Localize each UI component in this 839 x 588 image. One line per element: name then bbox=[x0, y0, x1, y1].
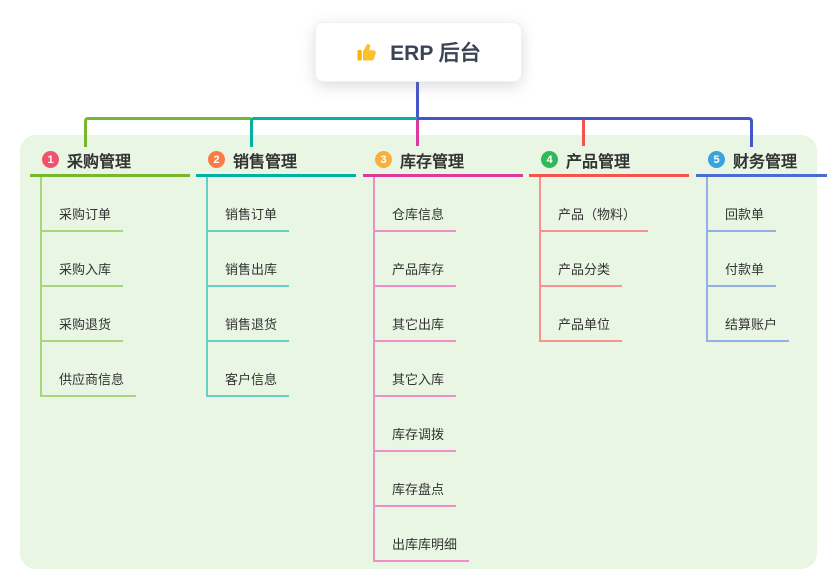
child-topic[interactable]: 其它出库 bbox=[375, 314, 457, 342]
child-topic[interactable]: 其它入库 bbox=[375, 369, 457, 397]
child-topic[interactable]: 产品分类 bbox=[541, 259, 623, 287]
root-topic[interactable]: ERP 后台 bbox=[315, 22, 522, 82]
branch-topic-label: 库存管理 bbox=[400, 153, 465, 171]
branch-number-badge: 4 bbox=[541, 151, 558, 168]
branch-number-badge: 3 bbox=[375, 151, 392, 168]
branch-children: 仓库信息 产品库存 其它出库 其它入库 库存调拨 库存盘点 出库库明细 bbox=[373, 177, 523, 562]
child-topic[interactable]: 客户信息 bbox=[208, 369, 290, 397]
branch-topic-label: 采购管理 bbox=[67, 153, 132, 171]
child-topic[interactable]: 供应商信息 bbox=[42, 369, 137, 397]
child-topic[interactable]: 付款单 bbox=[708, 259, 777, 287]
branch-topic-finance[interactable]: 5 财务管理 bbox=[696, 145, 827, 177]
child-topic[interactable]: 采购订单 bbox=[42, 204, 124, 232]
connector-branch-4 bbox=[582, 120, 585, 146]
child-topic[interactable]: 库存盘点 bbox=[375, 479, 457, 507]
child-topic[interactable]: 销售出库 bbox=[208, 259, 290, 287]
mindmap-background-panel bbox=[20, 135, 817, 569]
child-topic[interactable]: 销售订单 bbox=[208, 204, 290, 232]
child-topic[interactable]: 库存调拨 bbox=[375, 424, 457, 452]
child-topic[interactable]: 结算账户 bbox=[708, 314, 790, 342]
branch-product: 4 产品管理 产品（物料） 产品分类 产品单位 bbox=[529, 145, 689, 342]
branch-topic-sales[interactable]: 2 销售管理 bbox=[196, 145, 356, 177]
child-topic[interactable]: 采购入库 bbox=[42, 259, 124, 287]
child-topic[interactable]: 销售退货 bbox=[208, 314, 290, 342]
root-topic-label: ERP 后台 bbox=[390, 42, 481, 65]
thumbs-up-icon bbox=[357, 44, 376, 61]
branch-topic-inventory[interactable]: 3 库存管理 bbox=[363, 145, 523, 177]
branch-children: 销售订单 销售出库 销售退货 客户信息 bbox=[206, 177, 356, 397]
branch-topic-label: 产品管理 bbox=[566, 153, 631, 171]
branch-children: 回款单 付款单 结算账户 bbox=[706, 177, 827, 342]
branch-number-badge: 5 bbox=[708, 151, 725, 168]
child-topic[interactable]: 产品（物料） bbox=[541, 204, 649, 232]
branch-sales: 2 销售管理 销售订单 销售出库 销售退货 客户信息 bbox=[196, 145, 356, 397]
child-topic[interactable]: 仓库信息 bbox=[375, 204, 457, 232]
branch-topic-label: 财务管理 bbox=[733, 153, 798, 171]
branch-topic-purchase[interactable]: 1 采购管理 bbox=[30, 145, 190, 177]
connector-branch-1 bbox=[84, 117, 251, 147]
branch-finance: 5 财务管理 回款单 付款单 结算账户 bbox=[696, 145, 827, 342]
branch-number-badge: 1 bbox=[42, 151, 59, 168]
connector-branch-5 bbox=[417, 117, 753, 147]
connector-branch-2 bbox=[250, 117, 417, 147]
branch-purchase: 1 采购管理 采购订单 采购入库 采购退货 供应商信息 bbox=[30, 145, 190, 397]
child-topic[interactable]: 产品单位 bbox=[541, 314, 623, 342]
connector-branch-3 bbox=[416, 120, 419, 146]
branch-children: 采购订单 采购入库 采购退货 供应商信息 bbox=[40, 177, 190, 397]
child-topic[interactable]: 出库库明细 bbox=[375, 534, 470, 562]
branch-topic-label: 销售管理 bbox=[233, 153, 298, 171]
child-topic[interactable]: 产品库存 bbox=[375, 259, 457, 287]
child-topic[interactable]: 采购退货 bbox=[42, 314, 124, 342]
child-topic[interactable]: 回款单 bbox=[708, 204, 777, 232]
branch-number-badge: 2 bbox=[208, 151, 225, 168]
root-connector-vertical bbox=[416, 82, 419, 120]
branch-topic-product[interactable]: 4 产品管理 bbox=[529, 145, 689, 177]
branch-inventory: 3 库存管理 仓库信息 产品库存 其它出库 其它入库 库存调拨 库存盘点 出库库… bbox=[363, 145, 523, 562]
branch-children: 产品（物料） 产品分类 产品单位 bbox=[539, 177, 689, 342]
